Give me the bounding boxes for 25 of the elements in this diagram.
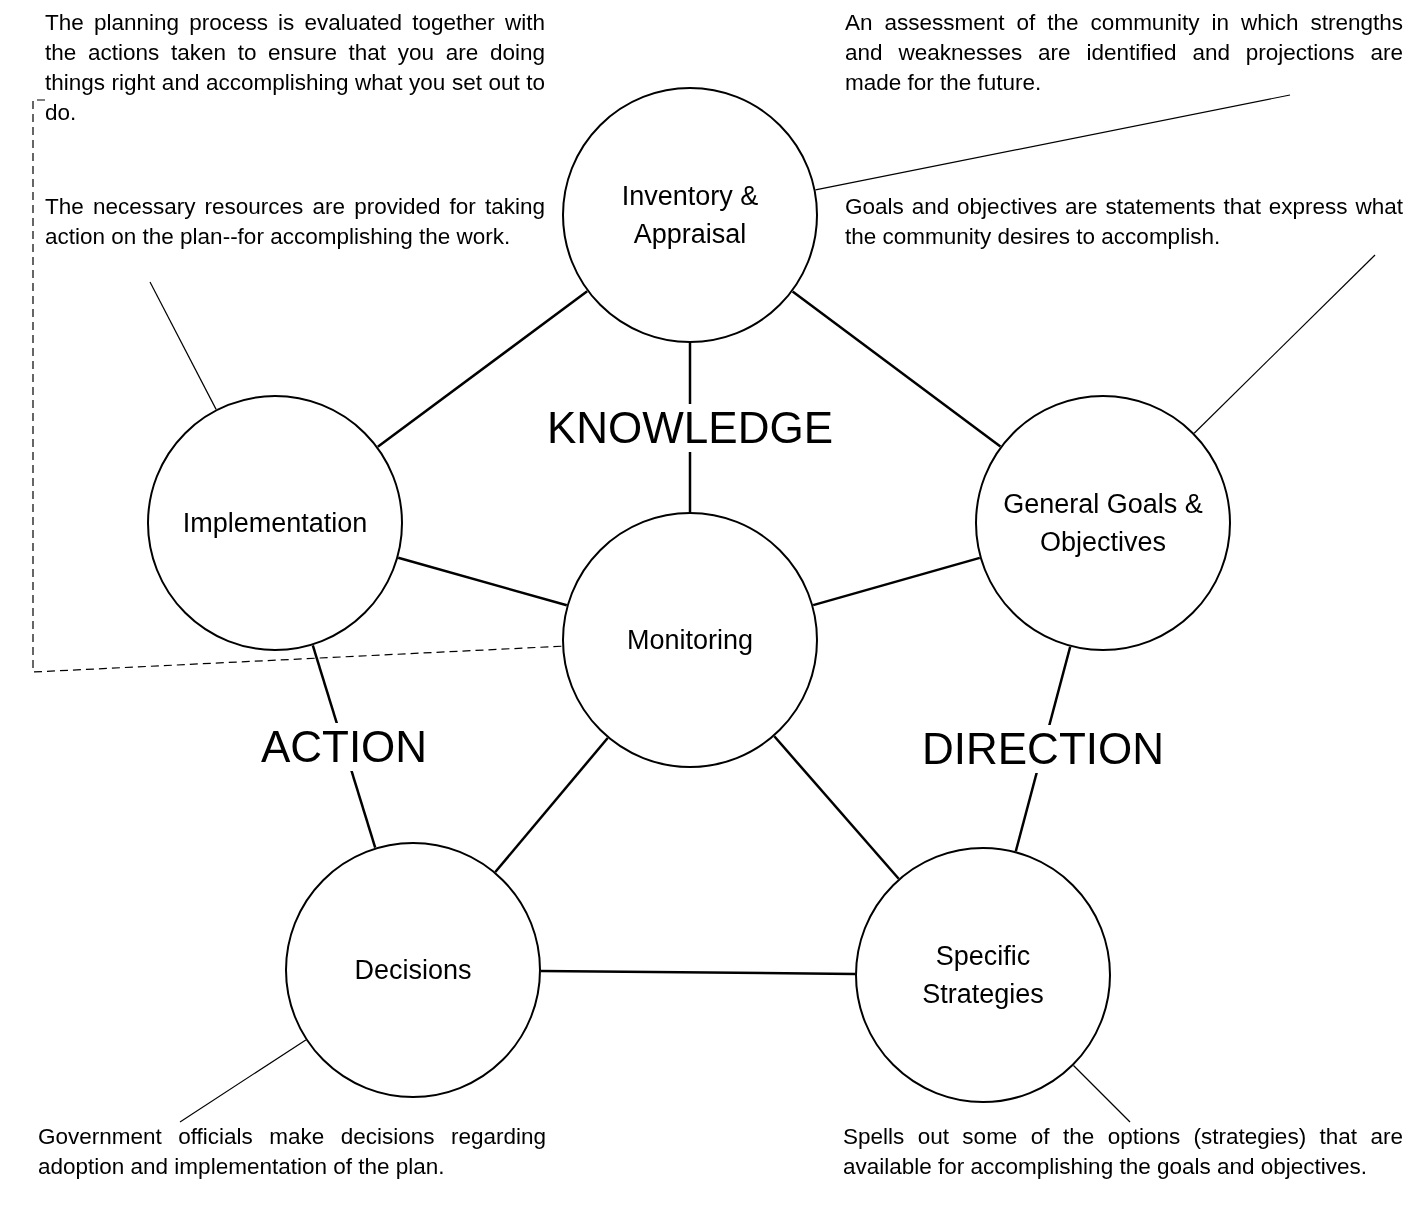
stage-label: Specific Strategies — [921, 940, 1045, 1011]
stage-label: Monitoring — [626, 624, 754, 657]
leader-line — [32, 99, 563, 673]
connector-line — [773, 735, 900, 880]
annotation-text: The necessary resources are provided for taking action on the plan--for accomplishing the work. — [45, 192, 545, 252]
connector-line — [791, 290, 1002, 448]
stage-label: General Goals & Objectives — [1002, 488, 1204, 559]
connector-line — [812, 556, 981, 607]
leader-line — [1072, 1064, 1131, 1123]
connector-line — [541, 969, 855, 976]
leader-line — [1193, 254, 1376, 434]
leader-line — [179, 1039, 307, 1123]
stage-label: Implementation — [182, 507, 368, 540]
annotation-text: Government officials make decisions regarding adoption and implementation of the plan. — [38, 1122, 546, 1182]
annotation-text: Spells out some of the options (strategies) that are available for accomplishing the goals and objectives. — [843, 1122, 1403, 1182]
leader-line — [149, 281, 217, 410]
annotation-text: Goals and objectives are statements that express what the community desires to accomplish. — [845, 192, 1403, 252]
annotation-text: An assessment of the community in which strengths and weaknesses are identified and projections are made for the future. — [845, 8, 1403, 98]
annotation-text: The planning process is evaluated together with the actions taken to ensure that you are doing things right and accomplishing what you set out to do. — [45, 8, 545, 128]
stage-label: Inventory & Appraisal — [620, 180, 760, 251]
stage-label: Decisions — [354, 954, 472, 987]
connector-line — [494, 737, 609, 873]
leader-line — [814, 94, 1291, 191]
connector-line — [397, 556, 568, 607]
connector-line — [377, 290, 588, 448]
